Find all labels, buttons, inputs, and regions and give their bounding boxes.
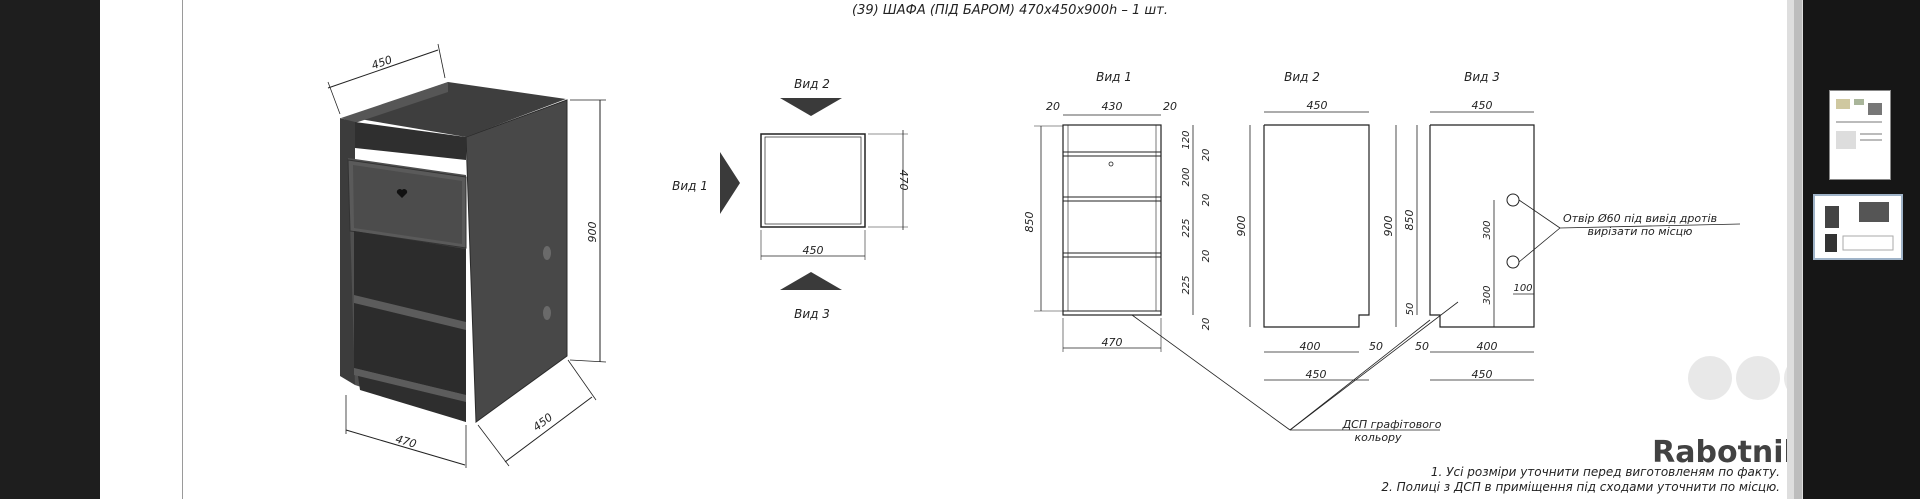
note-1: 1. Усі розміри уточнити перед виготовлен… bbox=[1431, 465, 1780, 479]
view3-side: Вид 3 450 900 850 50 300 300 100 50 400 … bbox=[1382, 70, 1741, 381]
view1-label: Вид 1 bbox=[1096, 70, 1132, 84]
vertical-scrollbar-thumb[interactable] bbox=[1794, 0, 1802, 499]
plan-label-view3: Вид 3 bbox=[794, 307, 830, 321]
page-thumbnail-panel bbox=[1803, 0, 1920, 499]
material-line2: кольору bbox=[1354, 431, 1402, 444]
view1-dim-inner: 430 bbox=[1102, 100, 1123, 113]
plan-view: Вид 2 Вид 1 450 470 Вид 3 bbox=[672, 77, 910, 321]
view3-dim-hole-upper: 300 bbox=[1482, 220, 1493, 239]
view2-dim-top: 450 bbox=[1307, 99, 1328, 112]
note-2: 2. Полиці з ДСП в приміщення під сходами… bbox=[1381, 480, 1780, 494]
cabinet-3d-view: 450 900 470 450 bbox=[327, 43, 607, 468]
page-thumbnail-2[interactable] bbox=[1813, 194, 1903, 260]
view1-dim-left-thk: 20 bbox=[1046, 100, 1060, 113]
view1-dim-thk-4: 20 bbox=[1201, 318, 1212, 331]
view3-label: Вид 3 bbox=[1464, 70, 1500, 84]
view1-dim-shelf-1: 120 bbox=[1181, 130, 1192, 149]
sheet-frame-line bbox=[182, 0, 183, 499]
view3-note-line2: вирізати по місцю bbox=[1588, 225, 1693, 238]
material-line1: ДСП графітового bbox=[1342, 418, 1442, 431]
view1-dim-shelf-2: 200 bbox=[1181, 167, 1192, 186]
view2-dim-height: 900 bbox=[1235, 216, 1248, 237]
viewer-left-margin bbox=[0, 0, 100, 499]
thumbnail-1-preview bbox=[1836, 99, 1882, 149]
watermark-text: Rabotniki.UA bbox=[1652, 435, 1787, 470]
view3-dim-hole-offset: 100 bbox=[1513, 283, 1532, 294]
view1-dim-bottom: 470 bbox=[1102, 336, 1123, 349]
view3-dim-base-left: 50 bbox=[1415, 340, 1429, 353]
view1-dim-right-thk: 20 bbox=[1163, 100, 1177, 113]
iso-dim-side: 450 bbox=[531, 411, 556, 434]
iso-dim-height: 900 bbox=[586, 222, 599, 243]
page-thumbnail-1[interactable] bbox=[1829, 90, 1891, 180]
watermark: Rabotniki.UA bbox=[1652, 356, 1787, 470]
material-callout: ДСП графітового кольору bbox=[1131, 301, 1459, 444]
plan-label-view1: Вид 1 bbox=[672, 179, 708, 193]
view2-side: Вид 2 450 900 400 50 450 bbox=[1235, 70, 1383, 381]
view3-dim-bottom: 450 bbox=[1472, 368, 1493, 381]
plan-dim-width: 450 bbox=[803, 244, 824, 257]
view3-note-line1: Отвір Ø60 під вивід дротів bbox=[1563, 212, 1717, 225]
iso-dim-bottom: 470 bbox=[394, 432, 418, 450]
view1-section: Вид 1 20 430 20 850 470 120 200 225 225 … bbox=[1023, 70, 1212, 352]
technical-drawing: (39) ШАФА (ПІД БАРОМ) 470x450x900h – 1 ш… bbox=[327, 3, 1787, 494]
view3-dim-base: 400 bbox=[1477, 340, 1498, 353]
view2-dim-plinth: 50 bbox=[1369, 340, 1383, 353]
view1-arrow bbox=[720, 152, 740, 214]
plan-dim-depth: 470 bbox=[897, 170, 910, 191]
view2-label: Вид 2 bbox=[1284, 70, 1320, 84]
iso-dim-top: 450 bbox=[370, 53, 394, 72]
view3-arrow bbox=[780, 272, 842, 290]
thumbnail-2-preview bbox=[1825, 202, 1894, 252]
plan-label-view2: Вид 2 bbox=[794, 77, 830, 91]
view1-dim-shelf-4: 225 bbox=[1181, 275, 1192, 294]
view3-dim-plinth: 50 bbox=[1405, 303, 1416, 316]
view3-dim-hole-lower: 300 bbox=[1482, 285, 1493, 304]
view1-dim-thk-3: 20 bbox=[1201, 250, 1212, 263]
view2-arrow bbox=[780, 98, 842, 116]
drawing-title: (39) ШАФА (ПІД БАРОМ) 470x450x900h – 1 ш… bbox=[852, 3, 1168, 18]
view3-dim-body: 850 bbox=[1403, 210, 1416, 231]
view2-dim-bottom: 450 bbox=[1306, 368, 1327, 381]
view1-dim-thk-1: 20 bbox=[1201, 149, 1212, 162]
view2-dim-base: 400 bbox=[1300, 340, 1321, 353]
view1-dim-shelf-3: 225 bbox=[1181, 218, 1192, 237]
view3-dim-top: 450 bbox=[1472, 99, 1493, 112]
view1-dim-height: 850 bbox=[1023, 212, 1036, 233]
view1-dim-thk-2: 20 bbox=[1201, 194, 1212, 207]
view3-dim-total: 900 bbox=[1382, 216, 1395, 237]
